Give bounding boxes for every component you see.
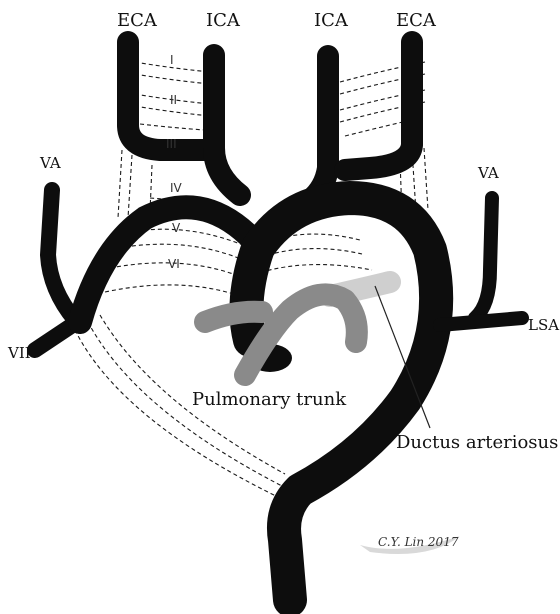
arch-number-v: V [172, 221, 181, 235]
artist-signature: C.Y. Lin 2017 [360, 535, 460, 554]
label-ica-left: ICA [206, 10, 241, 31]
label-va-left: VA [39, 154, 61, 172]
left-subclavian-artery [440, 318, 522, 325]
arch-II-outline-lower [135, 106, 210, 116]
left-external-carotid-artery [128, 42, 205, 150]
right-internal-carotid-artery [310, 56, 328, 200]
label-vii: VII [7, 344, 31, 362]
label-eca-right: ECA [396, 10, 437, 31]
left-dorsal-dash-1 [118, 150, 122, 218]
arch-number-iv: IV [170, 181, 183, 195]
label-eca-left: ECA [117, 10, 158, 31]
signature-text: C.Y. Lin 2017 [378, 535, 459, 549]
label-ductus-arteriosus: Ductus arteriosus [396, 432, 558, 453]
label-va-right: VA [477, 164, 499, 182]
arch-number-i: I [170, 53, 174, 67]
label-lsa: LSA [528, 316, 559, 334]
arch-number-vi: VI [168, 257, 180, 271]
right-vertebral-artery [48, 190, 75, 320]
arch-number-iii: III [166, 137, 177, 151]
arch-VI-outline-lower [105, 285, 240, 296]
left-vertebral-artery [475, 198, 492, 318]
arch-number-ii: II [170, 93, 177, 107]
arch-III-outline [140, 124, 205, 130]
right-dorsal-dash-3 [424, 148, 428, 210]
arch-I-outline-lower [135, 74, 210, 84]
left-internal-carotid-artery [214, 55, 240, 195]
left-dorsal-dash-2 [128, 155, 132, 218]
label-pulmonary-trunk: Pulmonary trunk [192, 389, 347, 410]
label-ica-right: ICA [314, 10, 349, 31]
